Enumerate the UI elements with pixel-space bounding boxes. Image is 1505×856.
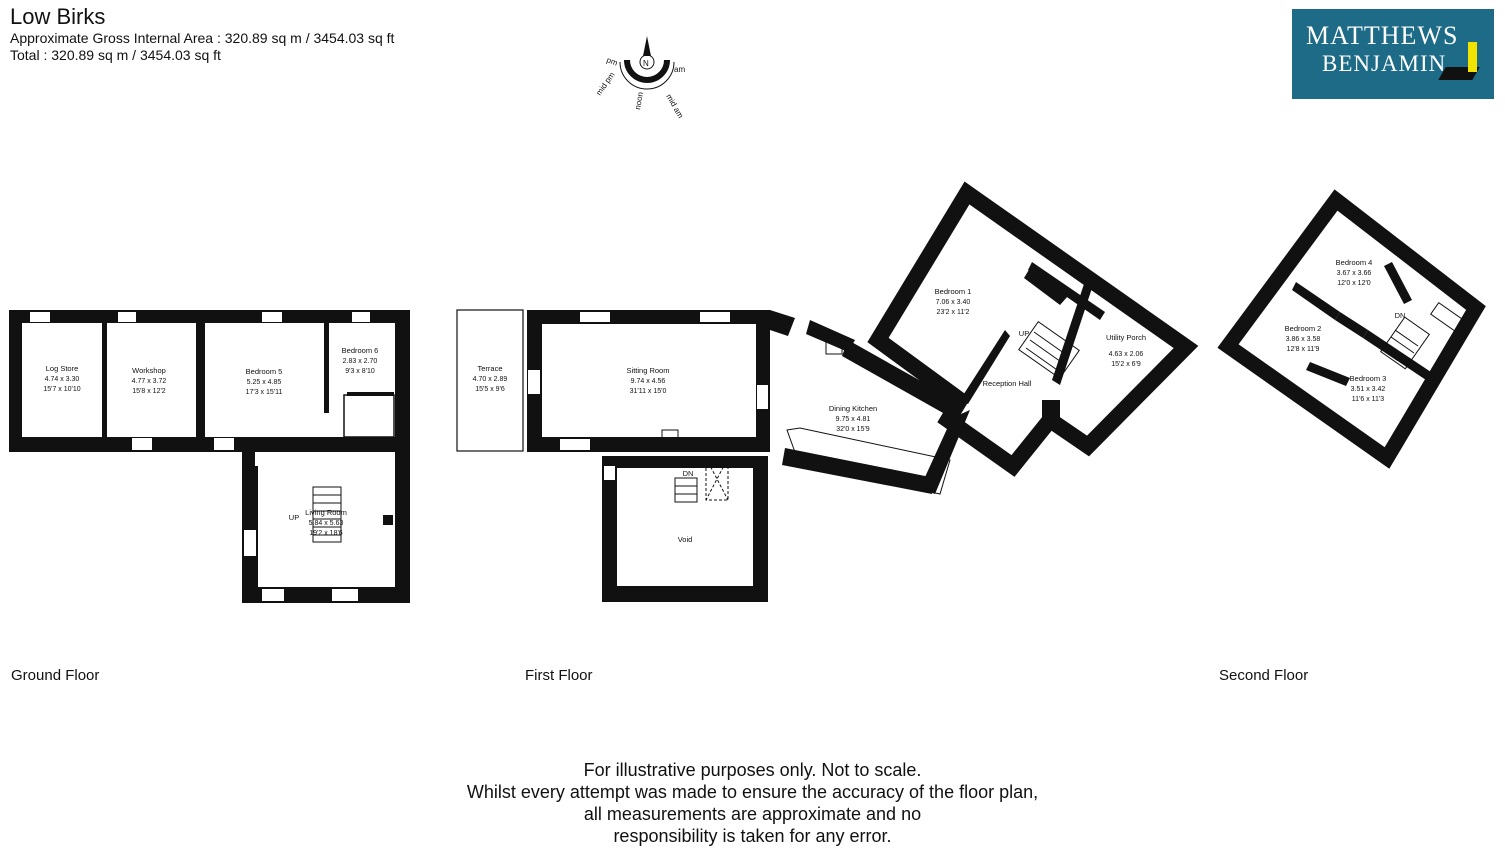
room-log-store-imperial: 15'7 x 10'10 bbox=[43, 386, 80, 393]
logo-line2: BENJAMIN bbox=[1322, 51, 1447, 76]
second-floor-label: Second Floor bbox=[1219, 667, 1309, 684]
total-area-text: Total : 320.89 sq m / 3454.03 sq ft bbox=[10, 47, 221, 63]
room-bedroom6-imperial: 9'3 x 8'10 bbox=[345, 368, 375, 375]
first-floor-plan bbox=[456, 181, 1199, 602]
disclaimer-line: all measurements are approximate and no bbox=[583, 804, 922, 824]
disclaimer: For illustrative purposes only. Not to s… bbox=[420, 759, 1085, 847]
second-floor-plan bbox=[1217, 189, 1486, 469]
ground-stair-up: UP bbox=[289, 513, 299, 522]
ground-floor-plan bbox=[9, 310, 410, 603]
compass-mid-pm: mid pm bbox=[594, 70, 617, 97]
room-log-store-metric: 4.74 x 3.30 bbox=[45, 376, 80, 383]
room-living-imperial: 19'2 x 18'6 bbox=[309, 530, 343, 537]
second-stair-down: DN bbox=[1395, 311, 1406, 320]
room-bedroom1-name: Bedroom 1 bbox=[935, 287, 972, 296]
compass-mid-am: mid am bbox=[664, 93, 685, 121]
room-bedroom1-imperial: 23'2 x 11'2 bbox=[937, 309, 970, 316]
room-sitting-name: Sitting Room bbox=[627, 366, 670, 375]
logo-line1: MATTHEWS bbox=[1306, 21, 1459, 50]
gross-area-text: Approximate Gross Internal Area : 320.89… bbox=[10, 30, 395, 46]
room-bedroom4-imperial: 12'0 x 12'0 bbox=[1337, 280, 1371, 287]
room-bedroom6-metric: 2.83 x 2.70 bbox=[343, 358, 378, 365]
logo-accent-bar bbox=[1468, 42, 1477, 72]
room-dining-kitchen-imperial: 32'0 x 15'9 bbox=[836, 426, 870, 433]
room-sitting-imperial: 31'11 x 15'0 bbox=[630, 388, 667, 395]
room-bedroom4-metric: 3.67 x 3.66 bbox=[1337, 270, 1372, 277]
room-utility-porch-metric: 4.63 x 2.06 bbox=[1109, 351, 1144, 358]
room-bedroom3-metric: 3.51 x 3.42 bbox=[1351, 386, 1386, 393]
first-stair-down: DN bbox=[683, 469, 694, 478]
room-terrace-imperial: 15'5 x 9'6 bbox=[475, 386, 505, 393]
room-bedroom4-name: Bedroom 4 bbox=[1336, 258, 1373, 267]
room-bedroom2-metric: 3.86 x 3.58 bbox=[1286, 336, 1321, 343]
room-bedroom2-name: Bedroom 2 bbox=[1285, 324, 1322, 333]
disclaimer-line: For illustrative purposes only. Not to s… bbox=[583, 760, 922, 780]
room-utility-porch-imperial: 15'2 x 6'9 bbox=[1111, 361, 1141, 368]
room-bedroom3-name: Bedroom 3 bbox=[1350, 374, 1387, 383]
header: Low Birks Approximate Gross Internal Are… bbox=[10, 4, 394, 64]
compass-noon: noon bbox=[633, 91, 645, 110]
room-terrace-metric: 4.70 x 2.89 bbox=[473, 376, 508, 383]
room-workshop-imperial: 15'8 x 12'2 bbox=[132, 388, 166, 395]
first-stair-up: UP bbox=[1019, 329, 1029, 338]
room-living-name: Living Room bbox=[305, 508, 347, 517]
room-log-store-name: Log Store bbox=[46, 364, 79, 373]
room-bedroom1-metric: 7.06 x 3.40 bbox=[936, 299, 971, 306]
room-void-name: Void bbox=[678, 535, 693, 544]
compass-icon bbox=[619, 36, 675, 90]
disclaimer-line: Whilst every attempt was made to ensure … bbox=[466, 782, 1039, 802]
compass-pm: pm bbox=[605, 55, 619, 67]
room-bedroom5-imperial: 17'3 x 15'11 bbox=[246, 389, 283, 396]
first-floor-label: First Floor bbox=[525, 667, 593, 684]
room-dining-kitchen-name: Dining Kitchen bbox=[829, 404, 877, 413]
room-workshop-name: Workshop bbox=[132, 366, 166, 375]
room-utility-porch-name: Utility Porch bbox=[1106, 333, 1146, 342]
room-terrace-name: Terrace bbox=[477, 364, 502, 373]
ground-floor-label: Ground Floor bbox=[11, 667, 100, 684]
room-bedroom5-name: Bedroom 5 bbox=[246, 367, 283, 376]
compass-am: am bbox=[674, 65, 685, 74]
disclaimer-line: responsibility is taken for any error. bbox=[613, 826, 892, 846]
room-reception-hall-name: Reception Hall bbox=[983, 379, 1032, 388]
agent-logo: MATTHEWS BENJAMIN bbox=[1292, 9, 1494, 99]
property-title: Low Birks bbox=[10, 4, 106, 29]
room-sitting-metric: 9.74 x 4.56 bbox=[631, 378, 666, 385]
room-bedroom5-metric: 5.25 x 4.85 bbox=[247, 379, 282, 386]
compass-north: N bbox=[643, 59, 649, 68]
room-bedroom6-name: Bedroom 6 bbox=[342, 346, 379, 355]
room-bedroom2-imperial: 12'8 x 11'9 bbox=[1287, 346, 1320, 353]
room-bedroom3-imperial: 11'6 x 11'3 bbox=[1352, 396, 1384, 403]
room-workshop-metric: 4.77 x 3.72 bbox=[132, 378, 167, 385]
room-dining-kitchen-metric: 9.75 x 4.81 bbox=[836, 416, 871, 423]
room-living-metric: 5.84 x 5.63 bbox=[309, 520, 344, 527]
